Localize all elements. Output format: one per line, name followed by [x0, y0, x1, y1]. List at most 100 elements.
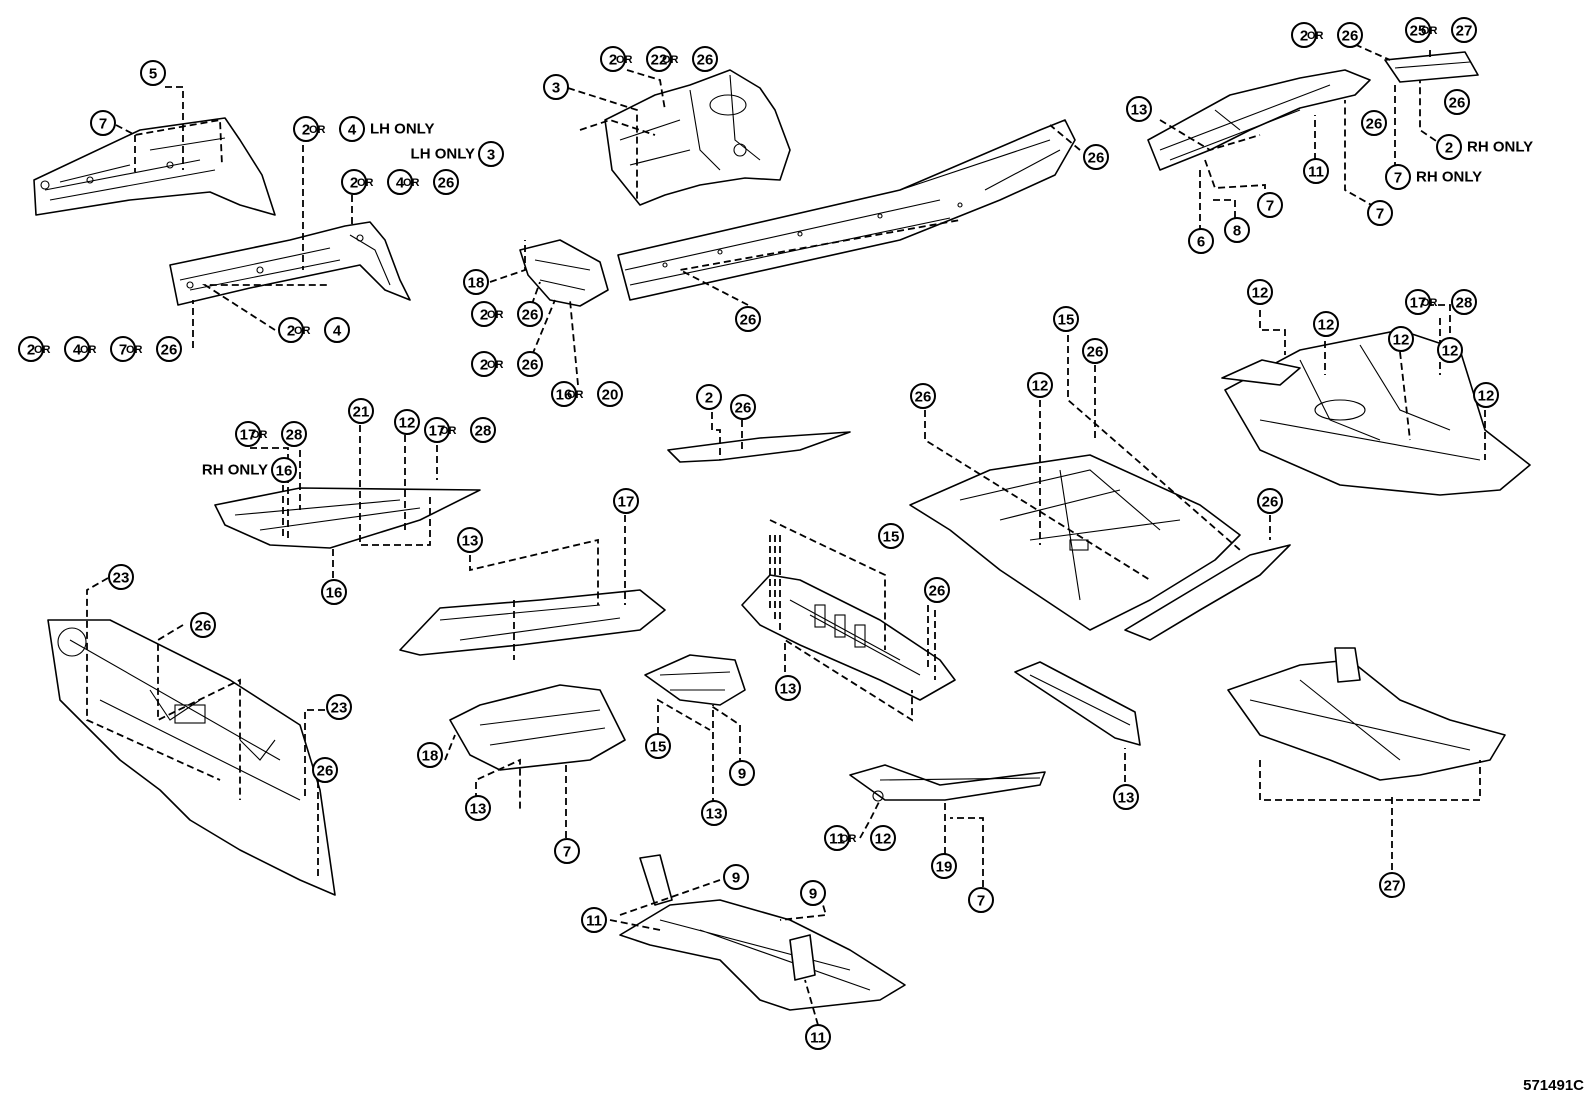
callout-circle	[1379, 872, 1405, 898]
callout-number: 9	[738, 766, 746, 783]
callout-circle	[190, 612, 216, 638]
callout-number: 16	[556, 387, 573, 404]
callout-circle	[1405, 289, 1431, 315]
callout-number: 3	[552, 80, 560, 97]
callout-number: 26	[195, 618, 212, 635]
front-side-member-part	[33, 117, 276, 216]
callout-circle	[1385, 164, 1411, 190]
callout-number: 28	[475, 423, 492, 440]
floor-tunnel-part	[399, 589, 666, 656]
callout-21: 21	[348, 398, 374, 424]
callout-13-tunnel: 13	[457, 527, 483, 553]
callout-circle	[433, 169, 459, 195]
callout-number: 13	[470, 801, 487, 818]
callout-number: 26	[1342, 28, 1359, 45]
callout-number: 26	[929, 583, 946, 600]
rear-crossmember-part	[1014, 661, 1141, 746]
callout-circle	[417, 742, 443, 768]
callout-number: 12	[1032, 378, 1049, 395]
callout-circle	[692, 46, 718, 72]
rear-floor-pan-part	[1221, 329, 1531, 496]
callout-12-floor: 12	[1027, 372, 1053, 398]
callout-note: LH ONLY	[370, 121, 434, 138]
callout-number: 2	[705, 390, 713, 407]
callout-circle	[931, 853, 957, 879]
callout-circle	[600, 46, 626, 72]
dash-panel-part	[47, 619, 336, 896]
callout-number: 4	[73, 342, 82, 359]
callout-number: 23	[113, 570, 130, 587]
callout-23-bottom: 23	[326, 694, 352, 720]
callout-number: 2	[480, 357, 488, 374]
callout-17-tunnel: 17	[613, 488, 639, 514]
callout-number: 13	[1131, 102, 1148, 119]
callout-circle	[471, 351, 497, 377]
callout-number: 2	[1300, 28, 1308, 45]
callout-number: 7	[119, 342, 127, 359]
callout-circle	[1188, 228, 1214, 254]
callout-number: 7	[1376, 206, 1384, 223]
callout-number: 2	[609, 52, 617, 69]
callout-26-floor: 26	[1082, 338, 1108, 364]
callout-number: 8	[1233, 223, 1241, 240]
callout-circle	[271, 457, 297, 483]
callout-number: 26	[1449, 95, 1466, 112]
callout-number: 18	[422, 748, 439, 765]
callout-circle	[339, 116, 365, 142]
callout-circle	[968, 887, 994, 913]
callout-number: 11	[1308, 164, 1324, 181]
callout-number: 26	[438, 175, 455, 192]
callout-circle	[910, 383, 936, 409]
callout-circle	[1444, 89, 1470, 115]
callout-circle	[1451, 17, 1477, 43]
callout-number: 27	[1456, 23, 1473, 40]
front-apron-member-part	[169, 221, 411, 306]
inner-sill-part	[849, 764, 1046, 802]
or-separator: OR	[1421, 25, 1438, 37]
callout-circle	[424, 417, 450, 443]
callout-9-sub-a: 9	[723, 864, 749, 890]
callout-circle	[293, 116, 319, 142]
callout-circle	[824, 825, 850, 851]
callout-circle	[551, 381, 577, 407]
toe-board-bracket-part	[519, 239, 609, 307]
callout-circle	[326, 694, 352, 720]
callout-12-c: 12	[1388, 326, 1414, 352]
callout-circle	[463, 269, 489, 295]
callout-circle	[321, 579, 347, 605]
cowl-bracket-part	[449, 684, 626, 771]
callout-number: 9	[809, 886, 817, 903]
callout-16-bottom: 16	[321, 579, 347, 605]
callout-circle	[348, 398, 374, 424]
callout-number: 15	[650, 739, 667, 756]
callout-number: 26	[161, 342, 178, 359]
callout-circle	[924, 577, 950, 603]
callout-number: 16	[326, 585, 343, 602]
callout-26-floor-right: 26	[1257, 488, 1283, 514]
or-separator: OR	[251, 429, 268, 441]
callout-number: 17	[1410, 295, 1427, 312]
callout-number: 4	[348, 122, 357, 139]
callout-26-dash-low: 26	[312, 757, 338, 783]
callout-circle	[1337, 22, 1363, 48]
callout-number: 4	[396, 175, 405, 192]
callout-number: 15	[1058, 312, 1075, 329]
callout-number: 2	[302, 122, 310, 139]
callout-number: 17	[429, 423, 446, 440]
callout-circle	[156, 336, 182, 362]
callout-circle	[723, 864, 749, 890]
callout-26-dash: 26	[190, 612, 216, 638]
callout-circle	[1436, 134, 1462, 160]
callout-26-rail: 26	[1083, 144, 1109, 170]
callout-circle	[1027, 372, 1053, 398]
callout-15-low: 15	[645, 733, 671, 759]
callout-26-mid2: 26	[924, 577, 950, 603]
callout-circle	[517, 301, 543, 327]
callout-number: 26	[522, 357, 539, 374]
